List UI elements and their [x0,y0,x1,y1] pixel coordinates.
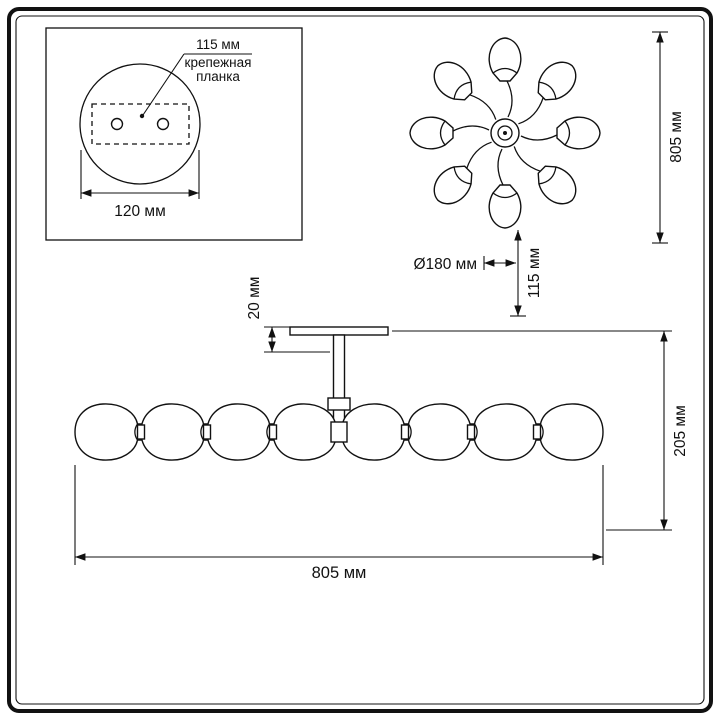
shade-side [74,403,142,461]
arm-with-shade [488,148,522,229]
hole-spacing-label: 115 мм [196,37,240,52]
plate-width-label: 120 мм [114,203,165,220]
top-view-arms [409,37,601,229]
callout-leader-line [142,53,185,116]
down-stem [332,334,346,433]
bracket-label-line1: крепежная [185,55,252,70]
shade-side [536,403,604,461]
bracket-label-line2: планка [196,69,240,84]
arm-with-shade [488,37,522,118]
canopy-circle [79,63,201,185]
arm-with-shade [520,116,601,150]
fixture-width-label: 805 мм [312,564,367,582]
socket-connector [136,424,146,440]
socket-connector [532,424,542,440]
shade-side [404,403,472,461]
mounting-hole-left [110,117,124,131]
top-view-diameter-label: 805 мм [668,111,685,162]
shade-side [338,403,406,461]
socket-connector [400,424,410,440]
center-canopy-inner [497,125,513,141]
top-view: 805 мм Ø180 мм 115 мм [409,31,685,317]
detail-box-border [45,27,303,241]
center-connector [330,421,348,443]
socket-connector [466,424,476,440]
fixture-height-label: 205 мм [672,405,689,456]
socket-connector [202,424,212,440]
socket-connector [268,424,278,440]
shade-diameter-label: Ø180 мм [413,256,477,273]
shade-side [470,403,538,461]
inner-frame [15,15,705,705]
mount-detail-box: 115 мм крепежная планка 120 мм [45,27,303,241]
arm-offset-label: 115 мм [526,248,543,298]
shade-side [140,403,208,461]
ceiling-canopy-plate [289,326,389,336]
center-dot [503,131,507,135]
side-view: 20 мм 205 мм 805 мм [74,277,689,582]
shade-side [272,403,340,461]
mounting-bracket-dashed [91,103,190,145]
arm-with-shade [409,116,490,150]
stem-joint [327,397,351,411]
canopy-height-label: 20 мм [246,277,263,320]
outer-frame [7,7,713,713]
mounting-hole-right [156,117,170,131]
shade-side [206,403,274,461]
